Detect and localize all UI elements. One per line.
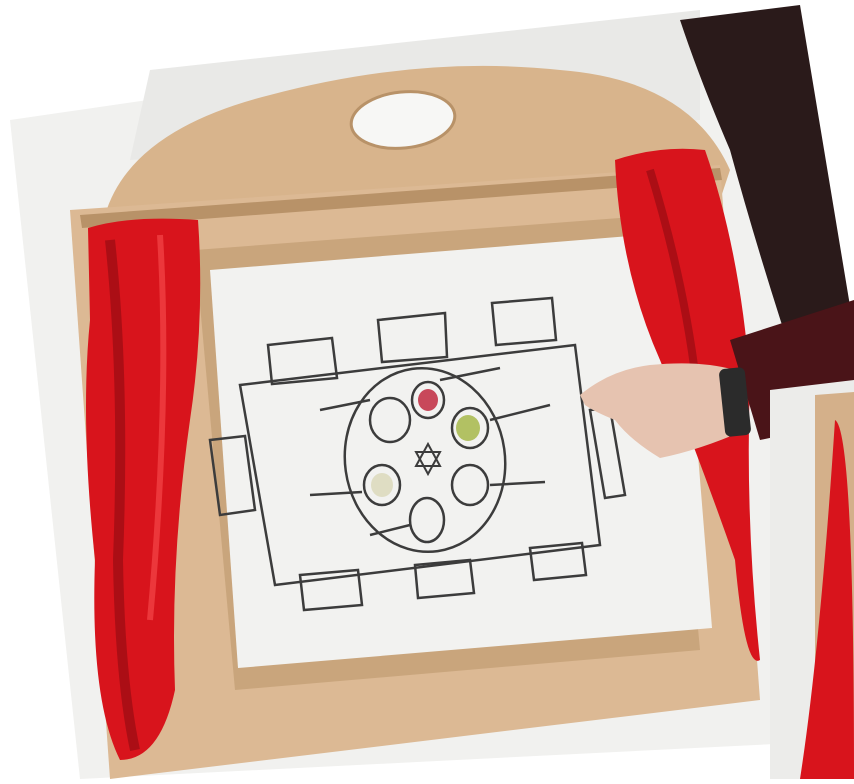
- paper-sheet: [210, 232, 712, 668]
- green-food-item: [456, 415, 480, 441]
- red-food-item: [418, 389, 438, 411]
- pale-food-item: [371, 473, 393, 497]
